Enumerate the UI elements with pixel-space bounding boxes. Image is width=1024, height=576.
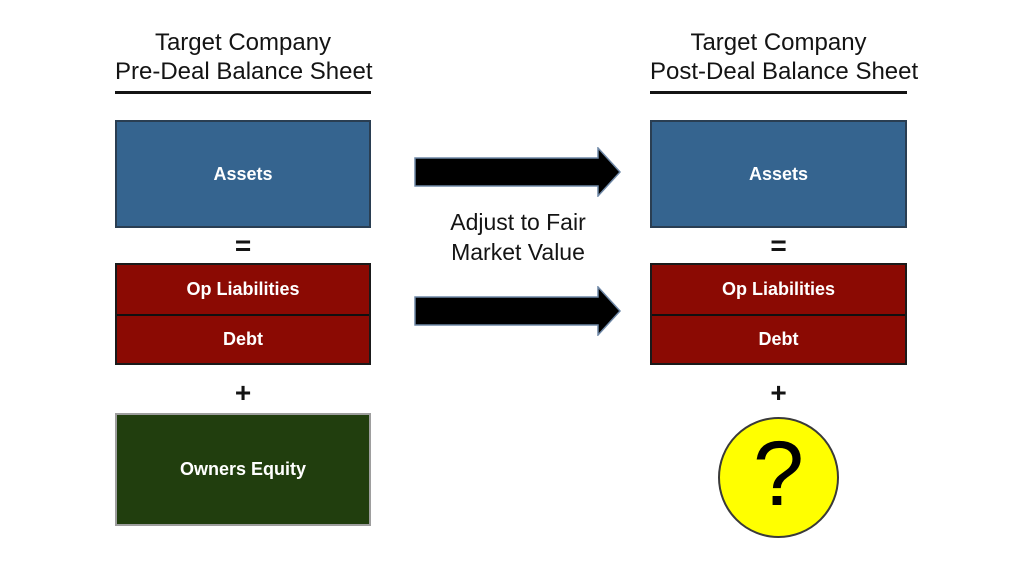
pre-deal-owners-equity-box: Owners Equity [115, 413, 371, 526]
pre-deal-equals-sign: = [234, 230, 252, 261]
post-deal-title-line2: Post-Deal Balance Sheet [650, 58, 919, 85]
pre-deal-op-liabilities-box: Op Liabilities [117, 265, 369, 314]
unknown-equity-circle: ? [718, 417, 839, 538]
post-deal-op-liabilities-label: Op Liabilities [721, 279, 836, 299]
post-deal-assets-box: Assets [650, 120, 907, 228]
adjust-fmv-annotation: Adjust to Fair Market Value [418, 207, 618, 267]
top-right-arrow-icon [414, 147, 622, 197]
post-deal-assets-label: Assets [748, 163, 809, 184]
post-deal-liabilities-stack: Op Liabilities Debt [650, 263, 907, 365]
pre-deal-assets-box: Assets [115, 120, 371, 228]
pre-deal-title: Target Company Pre-Deal Balance Sheet [115, 28, 373, 94]
adjust-fmv-line2: Market Value [451, 239, 585, 265]
pre-deal-owners-equity-label: Owners Equity [179, 459, 307, 479]
question-mark-icon: ? [752, 422, 805, 525]
pre-deal-assets-label: Assets [213, 163, 273, 184]
post-deal-debt-label: Debt [758, 329, 799, 349]
post-deal-debt-box: Debt [652, 314, 905, 363]
post-deal-op-liabilities-box: Op Liabilities [652, 265, 905, 314]
pre-deal-plus-sign: + [234, 377, 252, 408]
post-deal-title-line1: Target Company [690, 29, 867, 56]
post-deal-plus-sign: + [770, 377, 787, 408]
pre-deal-title-line2: Pre-Deal Balance Sheet [115, 58, 373, 85]
bottom-right-arrow-icon [414, 286, 622, 336]
pre-deal-liabilities-stack: Op Liabilities Debt [115, 263, 371, 365]
pre-deal-title-line1: Target Company [154, 29, 332, 56]
adjust-fmv-line1: Adjust to Fair [450, 209, 586, 235]
pre-deal-debt-box: Debt [117, 314, 369, 363]
pre-deal-op-liabilities-label: Op Liabilities [186, 279, 300, 299]
pre-deal-debt-label: Debt [223, 329, 263, 349]
post-deal-equals-sign: = [770, 230, 787, 261]
post-deal-title: Target Company Post-Deal Balance Sheet [650, 28, 919, 94]
